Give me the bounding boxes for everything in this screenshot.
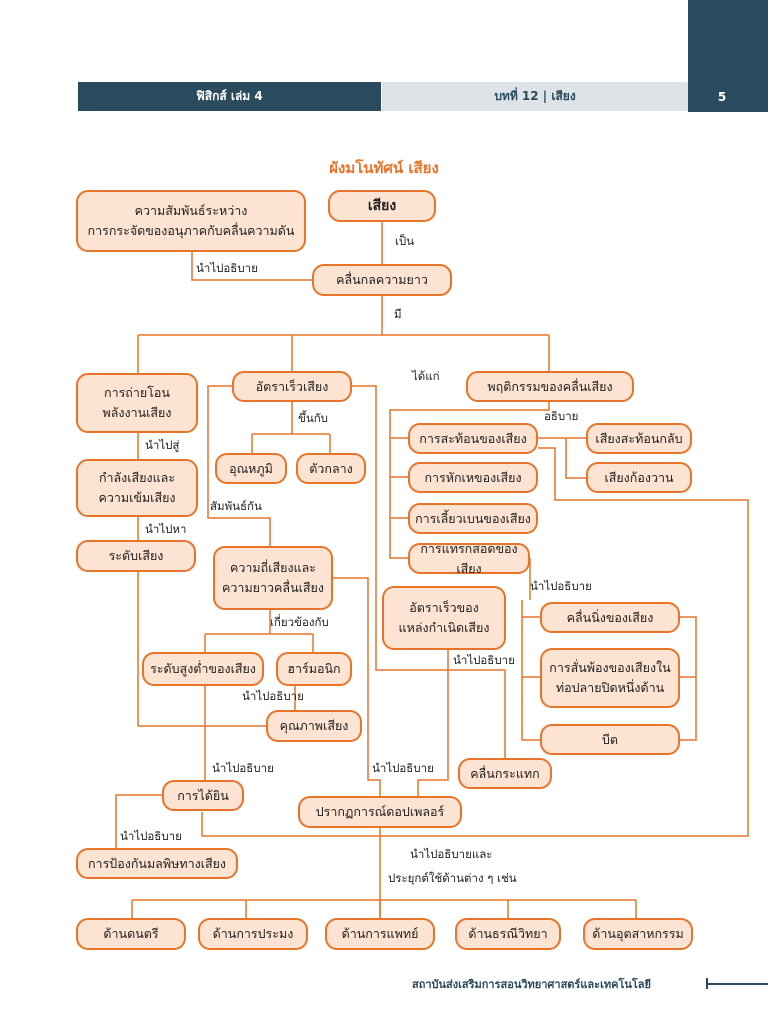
node-beat: บีต: [540, 724, 680, 755]
node-freq: ความถี่เสียงและ ความยาวคลื่นเสียง: [213, 546, 333, 610]
node-longitudinal: คลื่นกลความยาว: [312, 264, 452, 296]
node-freq-line2: ความยาวคลื่นเสียง: [222, 580, 324, 595]
node-temperature: อุณหภูมิ: [215, 453, 287, 484]
page-title: ผังมโนทัศน์ เสียง: [329, 159, 439, 177]
node-source-speed-line1: อัตราเร็วของ: [409, 600, 479, 615]
node-power-line2: ความเข้มเสียง: [98, 490, 176, 505]
label-explain-7: นำไปอธิบาย: [120, 829, 182, 843]
node-energy-line1: การถ่ายโอน: [104, 385, 170, 400]
node-harmonic: ฮาร์มอนิก: [276, 652, 352, 686]
node-sound: เสียง: [328, 190, 436, 222]
label-has: มี: [394, 307, 402, 321]
header-book-title: ฟิสิกส์ เล่ม 4: [78, 82, 381, 111]
node-resonance-line2: ท่อปลายปิดหนึ่งด้าน: [555, 680, 665, 695]
page-number: 5: [717, 90, 727, 104]
node-music: ด้านดนตรี: [76, 918, 186, 950]
label-include: ได้แก่: [412, 369, 440, 383]
node-hearing: การได้ยิน: [162, 780, 244, 811]
node-power: กำลังเสียงและ ความเข้มเสียง: [76, 459, 198, 517]
node-quality: คุณภาพเสียง: [266, 710, 362, 742]
node-medical: ด้านการแพทย์: [325, 918, 435, 950]
node-freq-line1: ความถี่เสียงและ: [230, 560, 316, 575]
node-pollution: การป้องกันมลพิษทางเสียง: [76, 848, 238, 879]
corner-block: [688, 0, 768, 112]
label-is: เป็น: [395, 234, 415, 248]
node-reflection: การสะท้อนของเสียง: [408, 423, 538, 454]
label-apply-2: ประยุกต์ใช้ด้านต่าง ๆ เช่น: [388, 871, 517, 885]
node-behavior: พฤติกรรมของคลื่นเสียง: [466, 371, 634, 402]
label-describe: อธิบาย: [544, 409, 579, 423]
node-standing: คลื่นนิ่งของเสียง: [540, 602, 680, 633]
node-pitch: ระดับสูงต่ำของเสียง: [142, 652, 264, 686]
label-find: นำไปหา: [145, 522, 187, 536]
node-diffraction: การเลี้ยวเบนของเสียง: [408, 503, 538, 534]
node-source-speed-line2: แหล่งกำเนิดเสียง: [398, 620, 490, 635]
node-shock: คลื่นกระแทก: [458, 758, 552, 789]
node-source-speed: อัตราเร็วของ แหล่งกำเนิดเสียง: [382, 586, 506, 650]
label-explain-2: นำไปอธิบาย: [530, 579, 592, 593]
footer-institution: สถาบันส่งเสริมการสอนวิทยาศาสตร์และเทคโนโ…: [412, 978, 651, 991]
node-fishery: ด้านการประมง: [198, 918, 308, 950]
label-explain-5: นำไปอธิบาย: [212, 761, 274, 775]
node-doppler: ปรากฏการณ์ดอปเพลอร์: [298, 796, 462, 828]
node-reverb: เสียงก้องวาน: [586, 462, 692, 493]
label-explain-3: นำไปอธิบาย: [453, 653, 515, 667]
node-energy: การถ่ายโอน พลังงานเสียง: [76, 373, 198, 433]
node-industry: ด้านอุตสาหกรรม: [583, 918, 693, 950]
footer-rule: [706, 983, 768, 985]
node-interference: การแทรกสอดของเสียง: [408, 541, 530, 576]
node-medium: ตัวกลาง: [296, 453, 366, 484]
label-explain-4: นำไปอธิบาย: [242, 689, 304, 703]
node-relation: ความสัมพันธ์ระหว่าง การกระจัดของอนุภาคกั…: [76, 190, 306, 252]
node-energy-line2: พลังงานเสียง: [102, 405, 172, 420]
label-relates-to: เกี่ยวข้องกับ: [270, 615, 329, 629]
node-relation-line2: การกระจัดของอนุภาคกับคลื่นความดัน: [87, 223, 295, 238]
node-resonance: การสั่นพ้องของเสียงใน ท่อปลายปิดหนึ่งด้า…: [540, 648, 680, 708]
label-related: สัมพันธ์กัน: [210, 499, 262, 513]
label-explain-6: นำไปอธิบาย: [372, 761, 434, 775]
node-speed: อัตราเร็วเสียง: [232, 371, 352, 402]
node-level: ระดับเสียง: [76, 540, 196, 572]
header-chapter: บทที่ 12 | เสียง: [382, 82, 688, 111]
label-depends: ขึ้นกับ: [298, 411, 328, 425]
label-explain-1: นำไปอธิบาย: [196, 261, 258, 275]
label-leads-to: นำไปสู่: [145, 438, 180, 452]
label-apply-1: นำไปอธิบายและ: [410, 847, 493, 861]
node-power-line1: กำลังเสียงและ: [98, 470, 176, 485]
node-geology: ด้านธรณีวิทยา: [455, 918, 561, 950]
node-resonance-line1: การสั่นพ้องของเสียงใน: [549, 660, 671, 675]
node-relation-line1: ความสัมพันธ์ระหว่าง: [134, 203, 248, 218]
node-refraction: การหักเหของเสียง: [408, 462, 538, 493]
node-echo: เสียงสะท้อนกลับ: [586, 423, 692, 454]
